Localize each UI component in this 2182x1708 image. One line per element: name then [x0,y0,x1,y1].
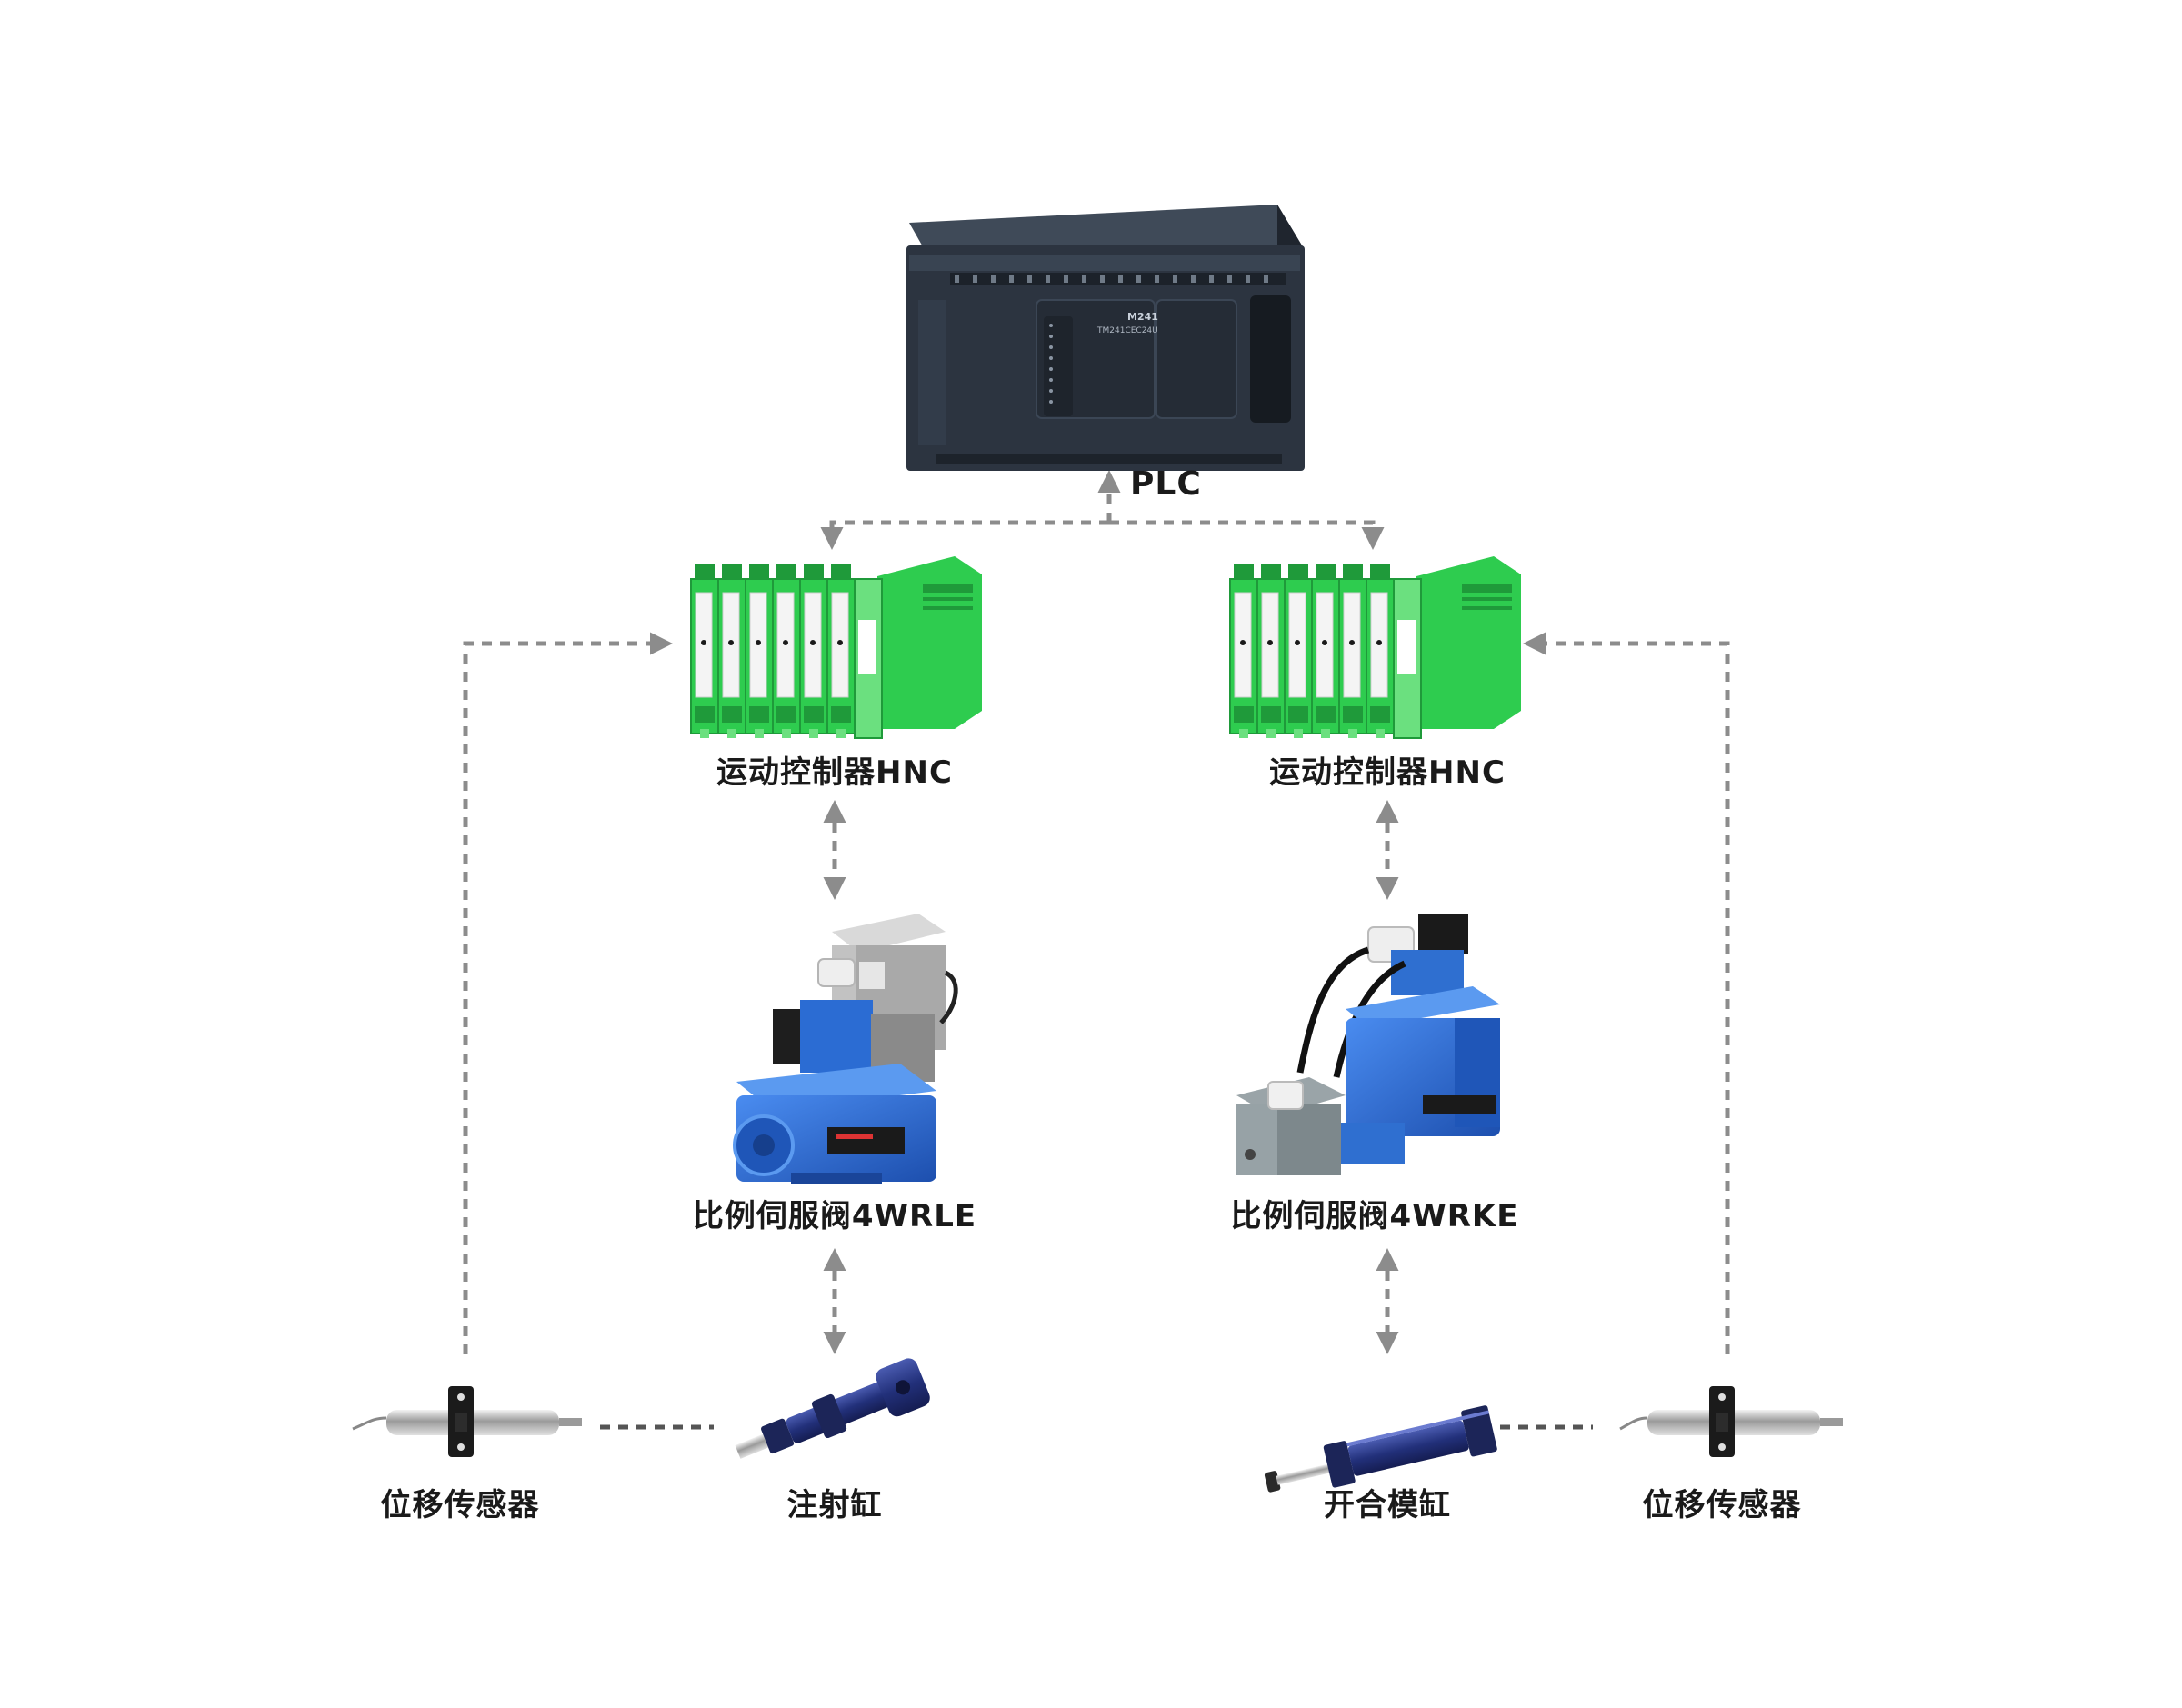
displacement-sensor-left [352,1386,582,1457]
hnc-module-left [690,556,982,739]
connector-plc-to-hnc-left [820,520,1109,550]
label-plc: PLC [1130,465,1202,503]
plc-unit: M241 TM241CEC24U [906,205,1305,471]
connector-sensor-right-to-hnc-right [1523,632,1730,1354]
connectors [463,470,1730,1354]
injection-cylinder [735,1358,930,1459]
connector-sensor-left-to-hnc-left [463,632,673,1354]
mold-cylinder [1264,1405,1497,1493]
label-cylinder-left: 注射缸 [786,1487,883,1523]
plc-model-name: M241 [1127,311,1158,323]
valve-4wrke [1236,914,1500,1175]
label-hnc-right: 运动控制器HNC [1269,754,1506,791]
label-hnc-left: 运动控制器HNC [716,754,953,791]
label-sensor-left: 位移传感器 [380,1487,540,1523]
valve-4wrle [733,914,958,1184]
plc-model-part: TM241CEC24U [1096,326,1158,335]
label-sensor-right: 位移传感器 [1642,1487,1802,1523]
label-valve-left: 比例伺服阀4WRLE [692,1198,977,1234]
label-valve-right: 比例伺服阀4WRKE [1230,1198,1519,1234]
displacement-sensor-right [1619,1386,1843,1457]
connector-plc-to-hnc-right [1109,520,1385,550]
label-cylinder-right: 开合模缸 [1324,1487,1451,1523]
hnc-module-right [1229,556,1521,739]
